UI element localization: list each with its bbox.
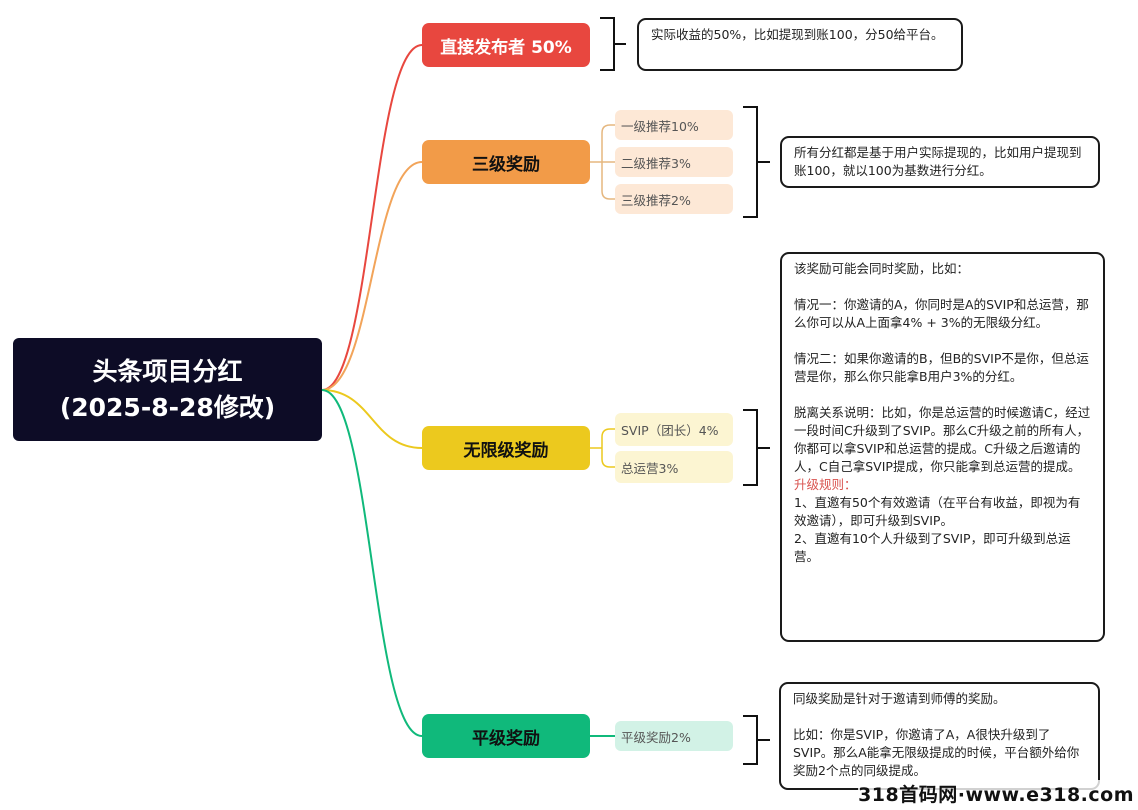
connector-root-branch3 [321, 389, 423, 449]
sub-general-operator[interactable]: 总运营3% [615, 451, 733, 483]
branch-label: 平级奖励 [472, 728, 540, 749]
connector-root-branch4 [321, 389, 423, 737]
branch-peer-reward[interactable]: 平级奖励 [422, 714, 590, 758]
sub-level2[interactable]: 二级推荐3% [615, 147, 733, 177]
note-peer: 同级奖励是针对于邀请到师傅的奖励。 比如：你是SVIP，你邀请了A，A很快升级到… [779, 682, 1100, 790]
connectors-branch3-subs [590, 428, 615, 468]
note-three-level: 所有分红都是基于用户实际提现的，比如用户提现到账100，就以100为基数进行分红… [780, 136, 1100, 188]
root-subtitle: (2025-8-28修改) [59, 392, 276, 422]
brackets [600, 17, 770, 765]
root-node[interactable]: 头条项目分红 (2025-8-28修改) [13, 338, 322, 441]
branch-three-level-reward[interactable]: 三级奖励 [422, 140, 590, 184]
upgrade-rules-title: 升级规则： [794, 477, 857, 492]
sub-level3[interactable]: 三级推荐2% [615, 184, 733, 214]
sub-peer-2pct[interactable]: 平级奖励2% [615, 721, 733, 751]
note-unlimited: 该奖励可能会同时奖励，比如： 情况一：你邀请的A，你同时是A的SVIP和总运营，… [780, 252, 1105, 642]
connectors-branch2-subs [590, 124, 615, 200]
branch-unlimited-reward[interactable]: 无限级奖励 [422, 426, 590, 470]
connector-root-branch1 [321, 44, 423, 391]
connector-root-branch2 [321, 161, 423, 391]
branch-label: 三级奖励 [472, 154, 540, 175]
watermark: 318首码网·www.e318.com [858, 780, 1134, 807]
sub-level1[interactable]: 一级推荐10% [615, 110, 733, 140]
note-direct-publisher: 实际收益的50%，比如提现到账100，分50给平台。 [637, 18, 963, 71]
branch-label: 无限级奖励 [463, 440, 549, 461]
root-title: 头条项目分红 [92, 356, 243, 386]
note-text: 该奖励可能会同时奖励，比如： 情况一：你邀请的A，你同时是A的SVIP和总运营，… [794, 261, 1091, 474]
branch-direct-publisher[interactable]: 直接发布者 50% [422, 23, 590, 67]
upgrade-rules-text: 1、直邀有50个有效邀请（在平台有收益，即视为有效邀请），即可升级到SVIP。 … [794, 495, 1081, 564]
sub-svip[interactable]: SVIP（团长）4% [615, 413, 733, 446]
branch-label: 直接发布者 50% [440, 37, 572, 58]
